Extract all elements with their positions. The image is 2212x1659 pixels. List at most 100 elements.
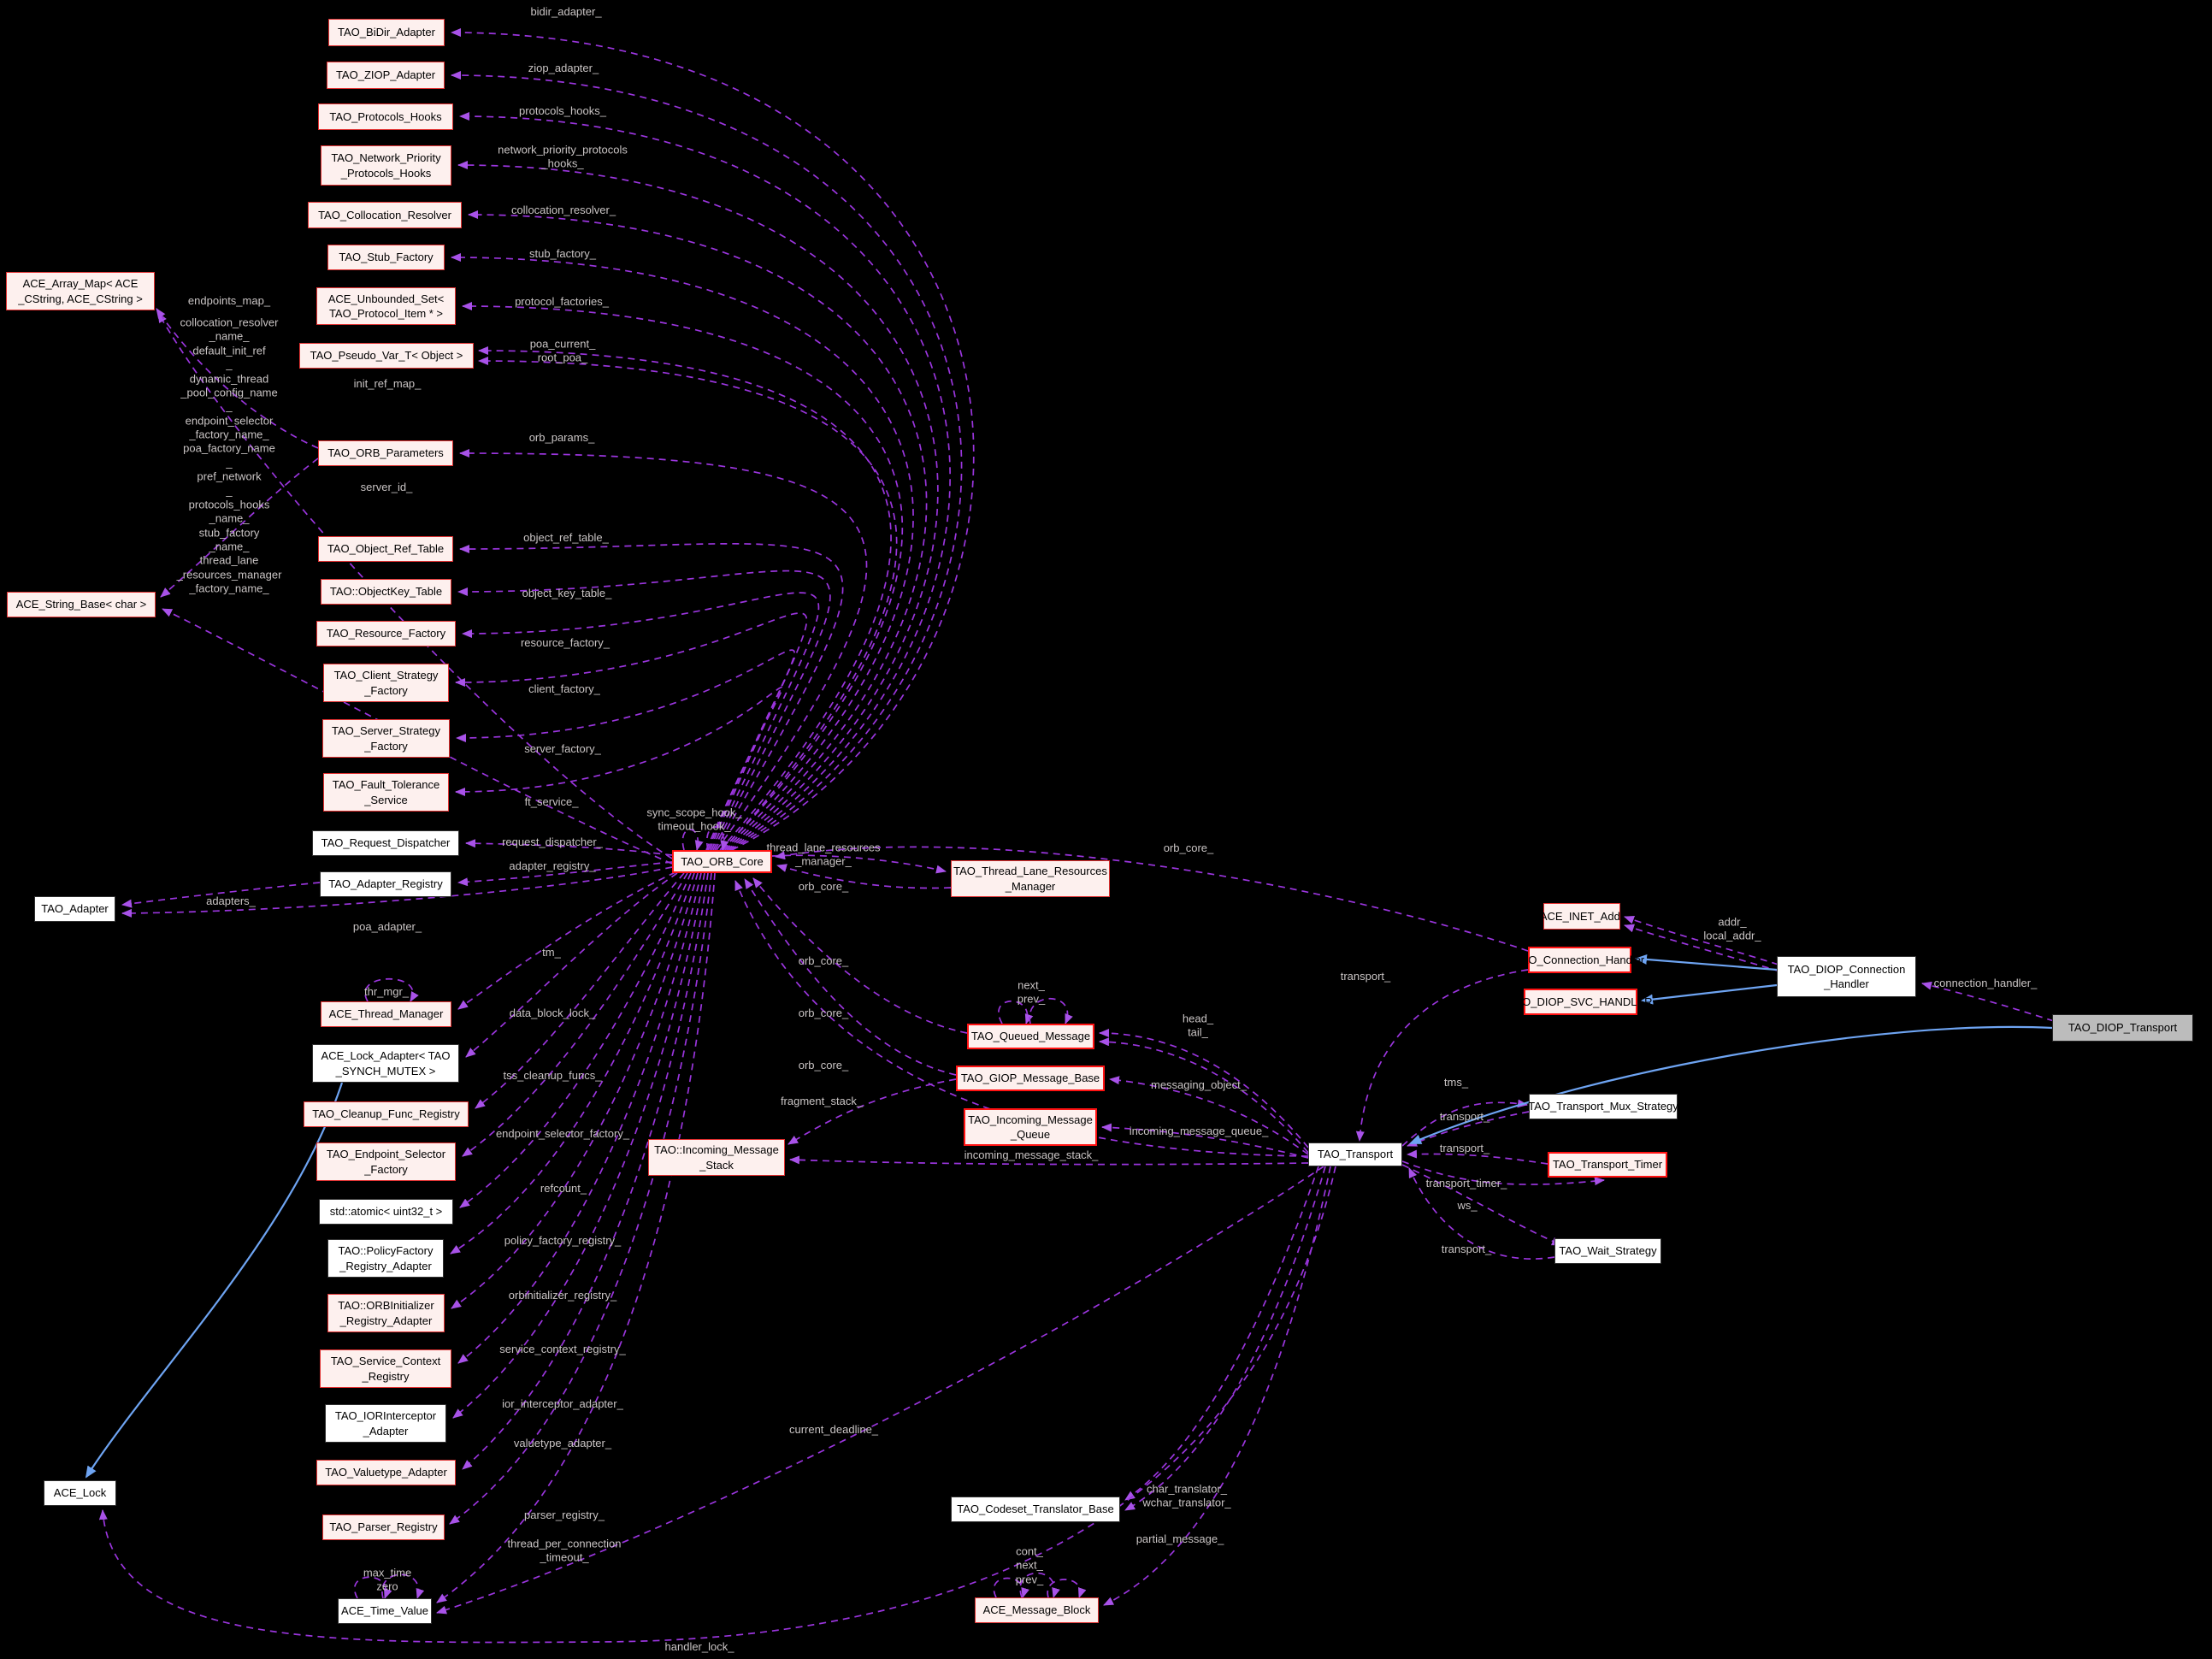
edge-poa_adapter-member-arrow — [121, 866, 673, 918]
edge-orb_core_connection_handler-member-arrow — [775, 846, 1529, 952]
node-TAO_Incoming_Message_Queue[interactable]: TAO_Incoming_Message _Queue — [964, 1108, 1097, 1146]
edge-label-ft_service: ft_service_ — [524, 794, 579, 808]
edge-label-tm: tm_ — [542, 945, 561, 959]
node-ACE_String_Base_char[interactable]: ACE_String_Base< char > — [7, 592, 156, 617]
edge-parser_registry-member-arrow — [449, 872, 712, 1525]
node-TAO_Collocation_Resolver[interactable]: TAO_Collocation_Resolver — [308, 202, 462, 228]
node-TAO_Network_Priority_Protocols_Hooks[interactable]: TAO_Network_Priority _Protocols_Hooks — [321, 145, 451, 186]
node-TAO_Valuetype_Adapter[interactable]: TAO_Valuetype_Adapter — [316, 1460, 456, 1485]
node-TAO_Parser_Registry[interactable]: TAO_Parser_Registry — [322, 1514, 445, 1540]
node-ACE_Thread_Manager[interactable]: ACE_Thread_Manager — [321, 1001, 451, 1027]
edge-label-object_key_table: object_key_table_ — [522, 586, 612, 599]
node-TAO_BiDir_Adapter[interactable]: TAO_BiDir_Adapter — [328, 19, 445, 46]
node-TAO_Incoming_Message_Stack[interactable]: TAO::Incoming_Message _Stack — [648, 1139, 785, 1176]
edge-head_tail-member-arrow — [1099, 1029, 1309, 1148]
node-TAO_Queued_Message[interactable]: TAO_Queued_Message — [967, 1024, 1094, 1049]
node-TAO_DIOP_Connection_Handler[interactable]: TAO_DIOP_Connection _Handler — [1777, 956, 1916, 997]
edge-transport_timer_back-member-arrow — [1407, 1149, 1548, 1165]
edge-inherit_lock_adapter-inheritance-arrow — [85, 1082, 344, 1479]
edge-tm-member-arrow — [457, 871, 676, 1010]
node-TAO_IORInterceptor_Adapter[interactable]: TAO_IORInterceptor _Adapter — [325, 1404, 446, 1443]
edge-object_key_table-member-arrow — [457, 570, 831, 851]
edge-thread_per_connection_timeout-member-arrow — [436, 872, 716, 1603]
node-TAO_Stub_Factory[interactable]: TAO_Stub_Factory — [327, 245, 445, 270]
edge-tss_cleanup_funcs-member-arrow — [475, 872, 685, 1109]
node-TAO_Request_Dispatcher[interactable]: TAO_Request_Dispatcher — [312, 830, 459, 856]
node-TAO_DIOP_SVC_HANDLER[interactable]: TAO_DIOP_SVC_HANDLER — [1508, 989, 1653, 1015]
node-TAO_Server_Strategy_Factory[interactable]: TAO_Server_Strategy _Factory — [322, 719, 450, 758]
edge-label-tss_cleanup_funcs: tss_cleanup_funcs_ — [503, 1068, 602, 1082]
node-ACE_INET_Addr[interactable]: ACE_INET_Addr — [1540, 903, 1624, 930]
edge-messaging_object-member-arrow — [1109, 1076, 1309, 1155]
node-TAO_Object_Ref_Table[interactable]: TAO_Object_Ref_Table — [318, 536, 453, 562]
edge-inherit_diop_ch_to_svc-inheritance-arrow — [1641, 983, 1778, 1005]
edge-label-poa_adapter: poa_adapter_ — [352, 919, 422, 933]
node-TAO_ORB_Core[interactable]: TAO_ORB_Core — [672, 850, 772, 873]
node-TAO_Thread_Lane_Resources_Manager[interactable]: TAO_Thread_Lane_Resources _Manager — [951, 860, 1110, 897]
node-TAO_Adapter[interactable]: TAO_Adapter — [34, 896, 115, 922]
node-ACE_Array_Map[interactable]: ACE_Array_Map< ACE _CString, ACE_CString… — [6, 272, 155, 310]
node-TAO_Codeset_Translator_Base[interactable]: TAO_Codeset_Translator_Base — [951, 1497, 1120, 1522]
edge-label-handler_lock: handler_lock_ — [664, 1639, 734, 1653]
node-TAO_Wait_Strategy[interactable]: TAO_Wait_Strategy — [1554, 1238, 1661, 1264]
node-TAO_Client_Strategy_Factory[interactable]: TAO_Client_Strategy _Factory — [323, 664, 449, 702]
node-TAO_PolicyFactory_Registry_Adapter[interactable]: TAO::PolicyFactory _Registry_Adapter — [327, 1239, 444, 1278]
edge-label-current_deadline: current_deadline_ — [788, 1422, 879, 1436]
node-TAO_Transport[interactable]: TAO_Transport — [1308, 1142, 1402, 1166]
node-TAO_Transport_Mux_Strategy[interactable]: TAO_Transport_Mux_Strategy — [1528, 1094, 1678, 1119]
edge-handler_lock-member-arrow — [98, 1166, 1336, 1644]
node-TAO_Service_Context_Registry[interactable]: TAO_Service_Context _Registry — [320, 1349, 451, 1388]
node-TAO_ZIOP_Adapter[interactable]: TAO_ZIOP_Adapter — [327, 62, 445, 89]
edge-max_time_zero-member-arrow — [354, 1576, 392, 1599]
edge-addr_local_addr-member-arrow — [1624, 916, 1779, 965]
node-TAO_Transport_Timer[interactable]: TAO_Transport_Timer — [1548, 1152, 1667, 1178]
node-TAO_GIOP_Message_Base[interactable]: TAO_GIOP_Message_Base — [956, 1066, 1105, 1091]
node-TAO_ORB_Parameters[interactable]: TAO_ORB_Parameters — [318, 440, 453, 466]
node-TAO_Protocols_Hooks[interactable]: TAO_Protocols_Hooks — [318, 103, 453, 130]
edge-fragment_stack-member-arrow — [787, 1078, 957, 1145]
edge-label-service_context_registry: service_context_registry_ — [499, 1342, 626, 1355]
edge-inherit_diop_ch_to_ch-inheritance-arrow — [1635, 953, 1778, 971]
edge-label-orbinitializer_registry: orbinitializer_registry_ — [508, 1288, 617, 1302]
node-ACE_Message_Block[interactable]: ACE_Message_Block — [975, 1597, 1099, 1623]
node-std_atomic_uint32_t[interactable]: std::atomic< uint32_t > — [319, 1199, 453, 1225]
edge-data_block_lock-member-arrow — [465, 872, 678, 1058]
edge-label-orb_core_giop: orb_core_ — [798, 1006, 849, 1019]
edge-protocol_factories-member-arrow — [462, 302, 903, 851]
edge-ws-member-arrow — [1401, 1164, 1562, 1246]
node-TAO_Fault_Tolerance_Service[interactable]: TAO_Fault_Tolerance _Service — [323, 773, 449, 812]
edge-label-ws: ws_ — [1457, 1198, 1478, 1212]
node-TAO_DIOP_Transport[interactable]: TAO_DIOP_Transport — [2052, 1014, 2193, 1042]
edge-label-transport_timer: transport_timer_ — [1425, 1176, 1507, 1190]
node-TAO_Adapter_Registry[interactable]: TAO_Adapter_Registry — [320, 871, 451, 897]
edge-addr_local_addr-member-arrow — [1624, 924, 1781, 972]
node-TAO_Pseudo_Var_T_Object[interactable]: TAO_Pseudo_Var_T< Object > — [299, 343, 474, 369]
edge-label-resource_factory: resource_factory_ — [520, 635, 611, 649]
node-TAO_Connection_Handler[interactable]: TAO_Connection_Handler — [1515, 947, 1644, 973]
node-TAO_Resource_Factory[interactable]: TAO_Resource_Factory — [316, 621, 456, 646]
edge-label-refcount: refcount_ — [540, 1181, 587, 1195]
edge-label-thread_lane_resources_manager: thread_lane_resources _manager_ — [766, 841, 881, 868]
node-TAO_Cleanup_Func_Registry[interactable]: TAO_Cleanup_Func_Registry — [304, 1101, 469, 1127]
edge-label-network_priority_protocols_hooks: network_priority_protocols _hooks_ — [498, 143, 628, 170]
node-ACE_Time_Value[interactable]: ACE_Time_Value — [338, 1598, 432, 1624]
edge-max_time_zero-member-arrow — [381, 1573, 425, 1599]
node-TAO_ObjectKey_Table[interactable]: TAO::ObjectKey_Table — [321, 579, 451, 605]
edge-label-endpoints_map: endpoints_map_ — [187, 293, 271, 307]
node-ACE_Lock_Adapter_TAO_SYNCH_MUTEX[interactable]: ACE_Lock_Adapter< TAO _SYNCH_MUTEX > — [312, 1044, 459, 1083]
node-ACE_Unbounded_Set_TAO_Protocol_Item[interactable]: ACE_Unbounded_Set< TAO_Protocol_Item * > — [316, 287, 456, 325]
edge-label-valuetype_adapter: valuetype_adapter_ — [513, 1436, 612, 1449]
edge-label-request_dispatcher: request_dispatcher_ — [502, 835, 603, 848]
node-TAO_ORBInitializer_Registry_Adapter[interactable]: TAO::ORBInitializer _Registry_Adapter — [327, 1294, 445, 1332]
edge-network_priority_protocols_hooks-member-arrow — [457, 161, 939, 851]
edge-orb_core_queued-member-arrow — [752, 877, 968, 1034]
node-TAO_Endpoint_Selector_Factory[interactable]: TAO_Endpoint_Selector _Factory — [316, 1142, 456, 1181]
edge-adapters-member-arrow — [121, 882, 321, 908]
edge-endpoint_selector_factory-member-arrow — [462, 872, 688, 1157]
edge-char_wchar_translator-member-arrow — [1124, 1166, 1319, 1501]
edge-thr_mgr-member-arrow — [364, 977, 419, 1002]
node-ACE_Lock[interactable]: ACE_Lock — [44, 1480, 116, 1506]
edge-ziop_adapter-member-arrow — [451, 71, 963, 851]
